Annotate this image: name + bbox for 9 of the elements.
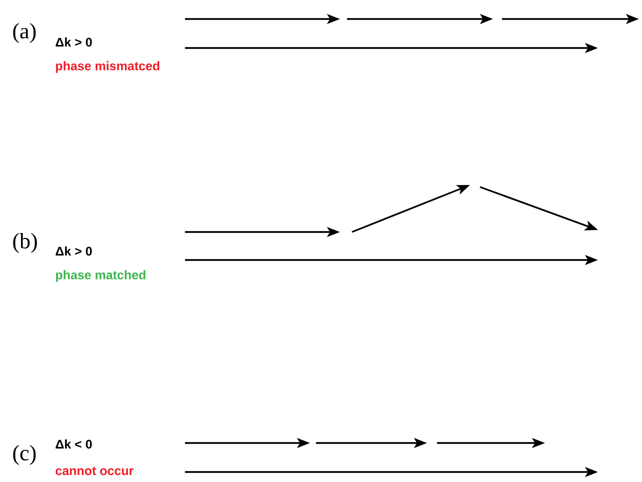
- note-label: phase matched: [56, 270, 146, 282]
- panel-label: (a): [13, 23, 36, 43]
- panel-label: (b): [13, 233, 37, 253]
- panel-label: (c): [13, 445, 36, 465]
- condition-label: Δk > 0: [56, 246, 92, 256]
- condition-label: Δk > 0: [56, 37, 92, 47]
- note-label: cannot occur: [56, 466, 134, 476]
- note-label: phase mismatced: [56, 61, 160, 73]
- condition-label: Δk < 0: [56, 439, 92, 449]
